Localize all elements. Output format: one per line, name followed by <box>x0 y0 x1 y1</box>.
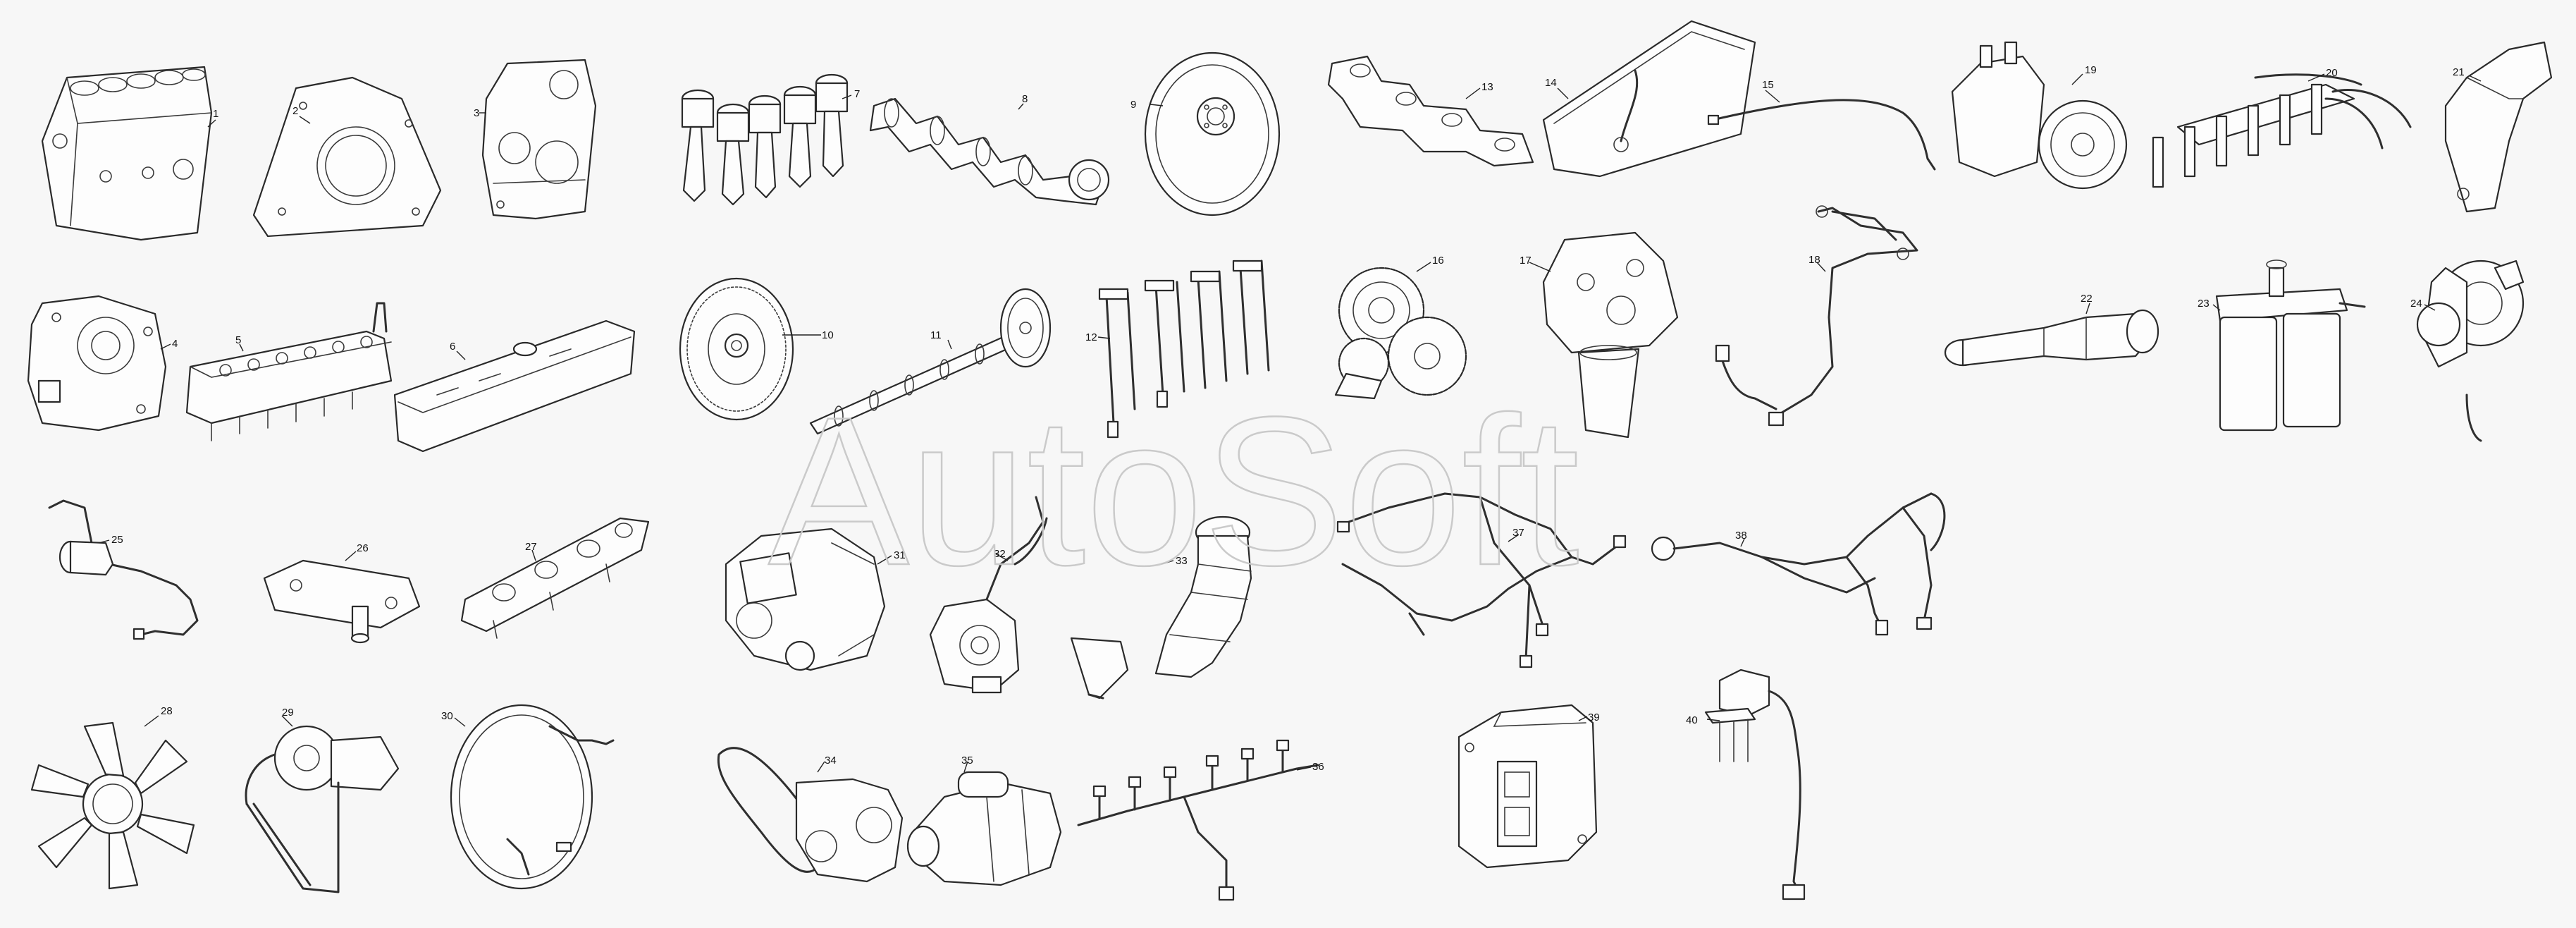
callout-2: 2 <box>292 105 298 117</box>
part-38-sensor-harness[interactable] <box>1651 492 1946 636</box>
part-21-intake-elbow[interactable] <box>2444 41 2553 213</box>
part-13-exhaust-manifold[interactable] <box>1327 55 1534 167</box>
part-14-oil-pan[interactable] <box>1542 20 1756 178</box>
part-40-relay[interactable] <box>1704 668 1806 900</box>
callout-33: 33 <box>1176 555 1188 567</box>
callout-22: 22 <box>2081 293 2093 305</box>
part-16-gear-train[interactable] <box>1334 267 1467 400</box>
callout-37: 37 <box>1512 527 1524 539</box>
part-10-flywheel[interactable] <box>679 277 794 421</box>
callout-35: 35 <box>961 755 973 767</box>
callout-12: 12 <box>1085 331 1097 343</box>
callout-6: 6 <box>450 341 455 353</box>
watermark: AutoSoft <box>768 372 1580 609</box>
callout-38: 38 <box>1735 530 1747 542</box>
part-31-alternator[interactable] <box>725 527 886 671</box>
callout-10: 10 <box>822 329 834 341</box>
callout-39: 39 <box>1588 712 1600 724</box>
callout-26: 26 <box>357 542 369 554</box>
part-9-damper[interactable] <box>1144 51 1281 216</box>
callout-25: 25 <box>111 534 123 546</box>
callout-7: 7 <box>854 88 860 100</box>
callout-16: 16 <box>1432 255 1444 267</box>
callout-23: 23 <box>2198 298 2210 310</box>
callout-27: 27 <box>525 541 537 553</box>
part-15-dipstick[interactable] <box>1707 99 1936 171</box>
part-28-fan[interactable] <box>30 721 195 890</box>
part-25-coolant-line[interactable] <box>48 499 199 640</box>
callout-3: 3 <box>474 107 479 119</box>
callout-29: 29 <box>282 707 294 719</box>
callout-34: 34 <box>825 755 837 767</box>
part-19-fuel-pump[interactable] <box>1951 41 2128 190</box>
callout-28: 28 <box>161 705 173 717</box>
part-1-cylinder-block[interactable] <box>41 66 213 241</box>
part-29-water-pump[interactable] <box>245 725 400 893</box>
part-12-pushrods[interactable] <box>1098 260 1270 439</box>
callout-30: 30 <box>441 710 453 722</box>
callout-11: 11 <box>930 329 942 341</box>
part-20-fuel-rail[interactable] <box>2152 73 2412 188</box>
callout-21: 21 <box>2453 66 2465 78</box>
part-36-injector-harness[interactable] <box>1077 739 1319 901</box>
part-5-cylinder-head[interactable] <box>185 302 393 441</box>
part-8-crankshaft[interactable] <box>869 97 1110 206</box>
part-11-camshaft[interactable] <box>809 288 1052 435</box>
callout-18: 18 <box>1808 254 1820 266</box>
part-30-fan-shroud[interactable] <box>450 704 615 890</box>
callout-17: 17 <box>1520 255 1532 267</box>
part-37-wiring-harness[interactable] <box>1336 492 1627 668</box>
callout-19: 19 <box>2085 64 2097 76</box>
part-32-air-compressor[interactable] <box>929 496 1048 694</box>
callout-15: 15 <box>1762 79 1774 91</box>
callout-9: 9 <box>1130 99 1136 111</box>
callout-8: 8 <box>1022 93 1028 105</box>
callout-13: 13 <box>1481 81 1493 93</box>
callout-5: 5 <box>235 334 241 346</box>
part-6-valve-cover[interactable] <box>393 319 636 453</box>
part-34-starter-belt[interactable] <box>717 747 904 883</box>
part-35-starter-motor[interactable] <box>906 771 1062 886</box>
callout-36: 36 <box>1312 761 1324 773</box>
part-7-pistons[interactable] <box>681 73 849 206</box>
part-27-intake-manifold[interactable] <box>460 517 650 639</box>
part-23-fuel-filter[interactable] <box>2215 260 2366 432</box>
callout-24: 24 <box>2410 298 2422 310</box>
callout-1: 1 <box>213 108 218 120</box>
part-17-oil-cooler-filter[interactable] <box>1542 231 1679 439</box>
part-4-flywheel-housing[interactable] <box>27 295 167 432</box>
part-22-charge-air-pipe[interactable] <box>1944 309 2159 367</box>
callout-32: 32 <box>994 548 1006 560</box>
part-39-ecu[interactable] <box>1458 704 1598 869</box>
callout-20: 20 <box>2326 67 2338 79</box>
callout-31: 31 <box>894 549 906 561</box>
part-3-timing-cover[interactable] <box>481 59 597 220</box>
part-2-seal-housing[interactable] <box>252 76 442 238</box>
part-18-oil-lines[interactable] <box>1715 205 1918 427</box>
part-26-cover-plate[interactable] <box>263 559 421 644</box>
callout-40: 40 <box>1686 714 1698 726</box>
part-33-exhaust-pipe[interactable] <box>1070 515 1252 700</box>
callout-14: 14 <box>1545 77 1557 89</box>
part-24-turbocharger[interactable] <box>2416 260 2525 442</box>
callout-4: 4 <box>172 338 178 350</box>
